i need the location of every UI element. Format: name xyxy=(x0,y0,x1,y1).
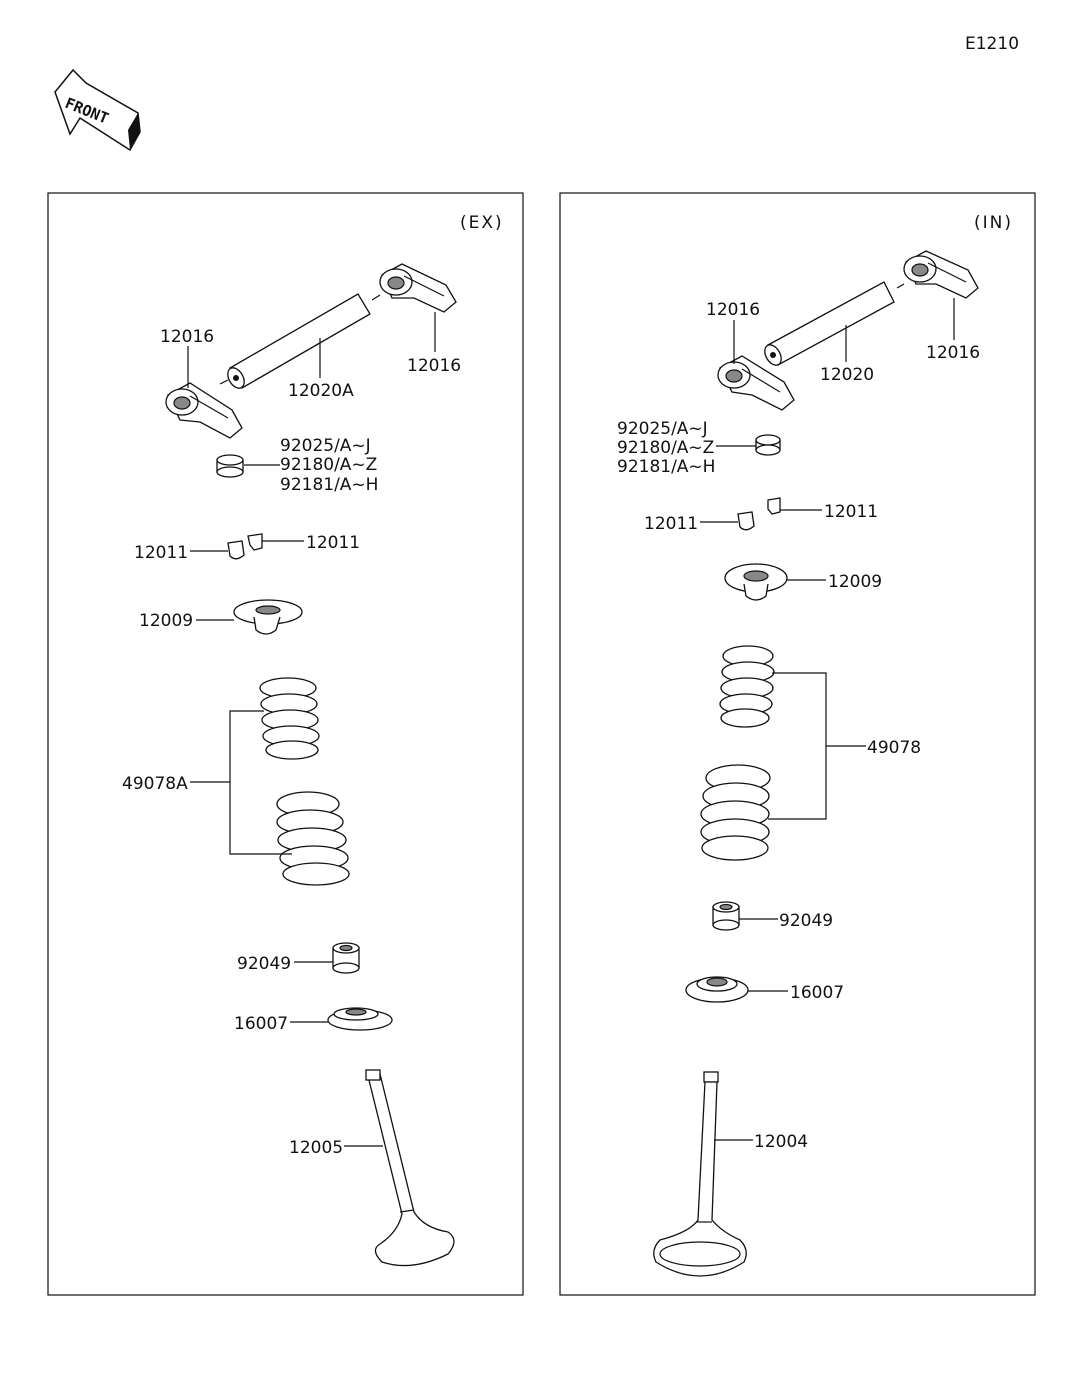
in-panel-frame xyxy=(559,192,1036,1296)
ex-label-rocker-left: 12016 xyxy=(160,327,214,347)
in-label-retainer: 12009 xyxy=(828,572,882,592)
ex-spring-seat xyxy=(327,1007,393,1031)
in-label-cotter-right: 12011 xyxy=(824,502,878,522)
ex-label-cotter-right: 12011 xyxy=(306,533,360,553)
front-arrow-icon: FRONT xyxy=(54,68,141,152)
ex-rocker-arm-right xyxy=(379,263,457,313)
in-cotter-right xyxy=(767,497,781,515)
in-rocker-arm-left xyxy=(717,355,795,411)
in-label-spring: 49078 xyxy=(867,738,921,758)
in-panel-header: (IN) xyxy=(974,213,1013,233)
in-label-shaft: 12020 xyxy=(820,365,874,385)
in-label-cotter-left: 12011 xyxy=(644,514,698,534)
in-label-valve: 12004 xyxy=(754,1132,808,1152)
ex-label-valve: 12005 xyxy=(289,1138,343,1158)
ex-label-cotter-left: 12011 xyxy=(134,543,188,563)
in-spring-retainer xyxy=(724,563,788,601)
ex-label-shim-3: 92181/A~H xyxy=(280,475,378,495)
ex-label-spring: 49078A xyxy=(122,774,188,794)
ex-panel: (EX) 12016 12020A 12016 xyxy=(47,192,524,1296)
in-rocker-shaft xyxy=(764,281,905,366)
ex-rocker-shaft xyxy=(219,293,381,389)
in-valve-spring-outer xyxy=(700,764,771,861)
ex-shim xyxy=(216,454,244,478)
ex-valve-spring-outer xyxy=(276,791,350,886)
in-label-rocker-right: 12016 xyxy=(926,343,980,363)
ex-rocker-arm-left xyxy=(165,382,243,439)
page-code: E1210 xyxy=(965,34,1019,54)
in-label-shim-1: 92025/A~J xyxy=(617,419,708,439)
ex-label-retainer: 12009 xyxy=(139,611,193,631)
in-label-seat: 16007 xyxy=(790,983,844,1003)
ex-valve xyxy=(365,1069,455,1267)
ex-panel-header: (EX) xyxy=(460,213,504,233)
ex-label-shim-2: 92180/A~Z xyxy=(280,455,377,475)
in-label-shim-2: 92180/A~Z xyxy=(617,438,714,458)
ex-valve-spring-inner xyxy=(259,677,320,760)
in-rocker-arm-right xyxy=(903,250,979,299)
in-shim xyxy=(755,434,781,456)
in-panel: (IN) 12016 12020 12016 xyxy=(559,192,1036,1296)
in-label-rocker-left: 12016 xyxy=(706,300,760,320)
ex-label-rocker-right: 12016 xyxy=(407,356,461,376)
in-label-shim-3: 92181/A~H xyxy=(617,457,715,477)
ex-panel-frame xyxy=(47,192,524,1296)
in-label-seal: 92049 xyxy=(779,911,833,931)
in-cotter-left xyxy=(737,511,755,531)
ex-label-shim-1: 92025/A~J xyxy=(280,436,371,456)
ex-label-seal: 92049 xyxy=(237,954,291,974)
ex-spring-retainer xyxy=(233,599,303,635)
in-valve-spring-inner xyxy=(719,645,775,728)
in-valve xyxy=(653,1071,747,1277)
ex-valve-seal xyxy=(332,942,360,974)
in-spring-seat xyxy=(685,976,749,1003)
ex-cotter-left xyxy=(227,540,245,560)
in-valve-seal xyxy=(712,901,740,931)
ex-label-shaft: 12020A xyxy=(288,381,354,401)
ex-cotter-right xyxy=(247,533,263,551)
ex-label-seat: 16007 xyxy=(234,1014,288,1034)
